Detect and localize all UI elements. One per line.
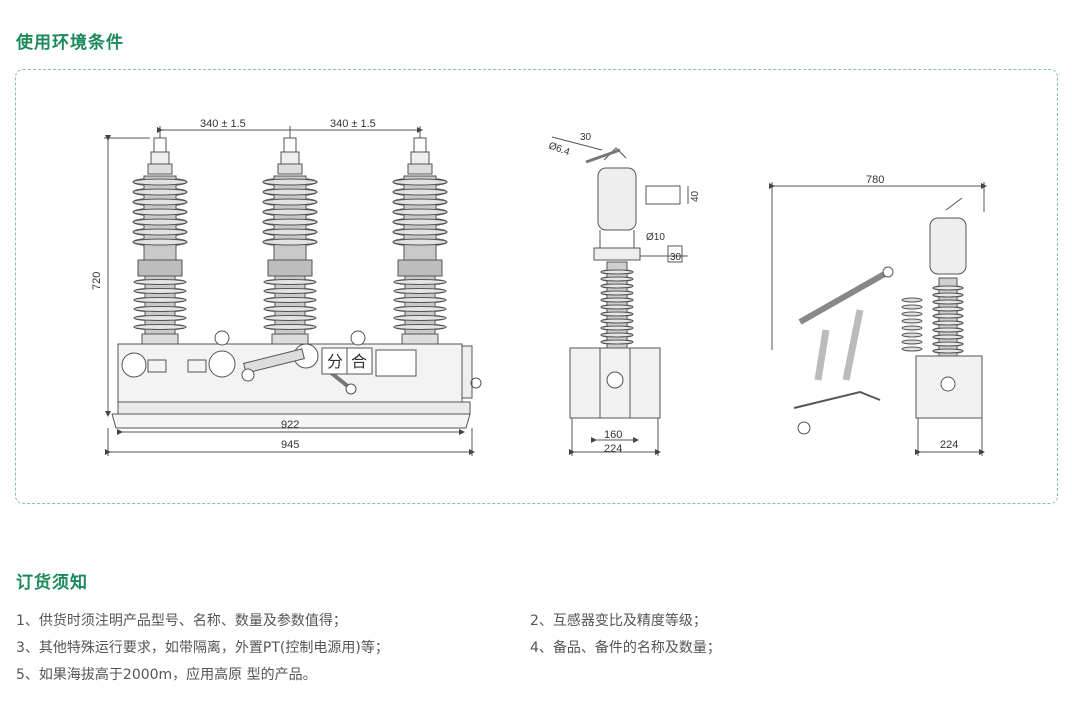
side-dim-40: 40 bbox=[690, 190, 701, 202]
side-dim-phi64: Ø6.4 bbox=[547, 140, 572, 158]
right-dim-224: 224 bbox=[940, 439, 958, 451]
side-dim-30-top: 30 bbox=[580, 132, 592, 143]
dim-width-inner: 922 bbox=[281, 419, 299, 431]
section-title-ordering: 订货须知 bbox=[16, 573, 88, 593]
note-4: 4、备品、备件的名称及数量； bbox=[530, 640, 721, 656]
drawing-frame bbox=[15, 69, 1058, 504]
note-5: 5、如果海拔高于2000m，应用高原 型的产品。 bbox=[16, 667, 317, 683]
isolator-view bbox=[769, 182, 987, 456]
insulator-pole bbox=[392, 137, 448, 345]
note-1: 1、供货时须注明产品型号、名称、数量及参数值得； bbox=[16, 613, 347, 629]
insulator-pole bbox=[262, 137, 318, 345]
dim-spacing-right: 340 ± 1.5 bbox=[330, 118, 376, 130]
note-2: 2、互感器变比及精度等级； bbox=[530, 613, 707, 629]
side-view bbox=[551, 136, 689, 456]
side-dim-160: 160 bbox=[604, 429, 622, 441]
dim-height: 720 bbox=[91, 272, 103, 290]
dim-width-outer: 945 bbox=[281, 439, 299, 451]
side-dim-224: 224 bbox=[604, 443, 622, 455]
section-title-environment: 使用环境条件 bbox=[16, 33, 124, 53]
dim-spacing-left: 340 ± 1.5 bbox=[200, 118, 246, 130]
label-open: 分 bbox=[327, 353, 343, 371]
front-view bbox=[104, 126, 482, 456]
insulator-pole bbox=[132, 137, 188, 345]
side-dim-phi10: Ø10 bbox=[646, 232, 665, 243]
right-dim-780: 780 bbox=[866, 174, 884, 186]
side-dim-30: 30 bbox=[670, 252, 682, 263]
note-3: 3、其他特殊运行要求，如带隔离，外置PT(控制电源用)等； bbox=[16, 640, 389, 656]
label-close: 合 bbox=[351, 353, 367, 371]
